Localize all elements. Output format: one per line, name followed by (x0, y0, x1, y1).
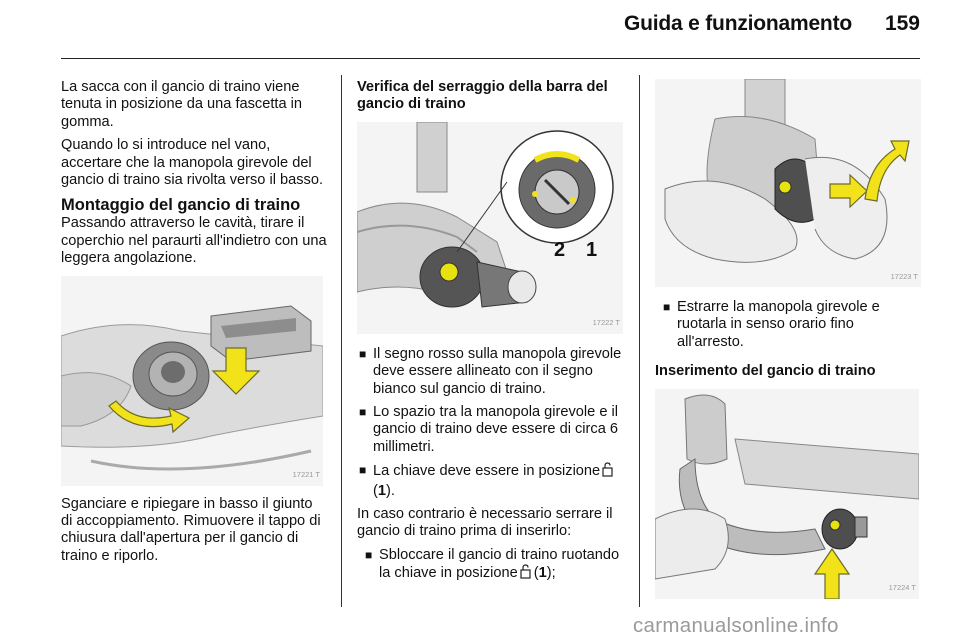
bullet-sbloccare: ■ Sbloccare il gancio di traino ruotando… (363, 547, 625, 585)
arrow-up-icon (813, 547, 851, 599)
column-divider-1 (341, 75, 342, 607)
bullet-chiave: ■ La chiave deve essere in posizione(1). (357, 462, 625, 500)
heading-inserimento: Inserimento del gancio di traino (655, 363, 876, 380)
page-header-title: Guida e funzionamento (624, 12, 852, 35)
heading-montaggio: Montaggio del gancio di traino (61, 196, 301, 215)
figure-bumper-cover: 17221 T (61, 275, 323, 486)
bullet-estrarre: ■ Estrarre la manopola girevole e ruotar… (663, 299, 880, 350)
header-rule (61, 58, 920, 59)
figure-id: 17222 T (592, 318, 620, 328)
insertion-illustration (655, 388, 919, 599)
heading-verifica: Verifica del serraggio della barra del g… (357, 79, 608, 113)
knob-rotate-illustration (655, 79, 921, 287)
arrow-curved-up-icon (864, 140, 910, 202)
bullet-icon: ■ (365, 547, 373, 562)
arrow-right-icon (829, 173, 868, 209)
callout-1: 1 (586, 238, 598, 261)
bullet-icon: ■ (359, 463, 367, 478)
column-1: La sacca con il gancio di traino viene t… (61, 79, 327, 571)
paragraph-in-caso-contrario: In caso contrario è necessario serrare i… (357, 506, 613, 540)
bullet-icon: ■ (663, 300, 671, 314)
figure-id: 17221 T (292, 470, 320, 480)
figure-id: 17223 T (890, 271, 918, 281)
arrow-curved-icon (108, 399, 191, 433)
column-3: 17223 T ■ Estrarre la manopola girevole … (655, 79, 923, 599)
paragraph-coperchio: Passando attraverso le cavità, tirare il… (61, 215, 327, 267)
page-number: 159 (884, 12, 920, 35)
column-2: Verifica del serraggio della barra del g… (357, 79, 625, 591)
bullet-segno-rosso: ■ Il segno rosso sulla manopola girevole… (359, 345, 622, 397)
arrow-down-icon (211, 347, 261, 395)
figure-id: 17224 T (888, 583, 916, 593)
paragraph-introduzione: Quando lo si introduce nel vano, accerta… (61, 137, 324, 189)
column-divider-2 (639, 75, 640, 607)
callout-2: 2 (554, 238, 566, 261)
key-unlocked-icon (602, 462, 613, 482)
bumper-cover-illustration (61, 275, 323, 486)
watermark: carmanualsonline.info (633, 614, 839, 637)
bullet-spazio: ■ Lo spazio tra la manopola girevole e i… (359, 404, 618, 455)
figure-knob-rotate: 17223 T (655, 79, 921, 287)
paragraph-sganciare: Sganciare e ripiegare in basso il giunto… (61, 495, 321, 564)
knob-check-illustration (357, 121, 623, 334)
bullet-icon: ■ (359, 346, 367, 361)
bullet-icon: ■ (359, 405, 367, 420)
key-unlocked-icon (520, 564, 531, 584)
figure-knob-check: 2 1 17222 T (357, 121, 623, 334)
paragraph-sacca: La sacca con il gancio di traino viene t… (61, 79, 302, 130)
figure-insertion: 17224 T (655, 388, 919, 599)
